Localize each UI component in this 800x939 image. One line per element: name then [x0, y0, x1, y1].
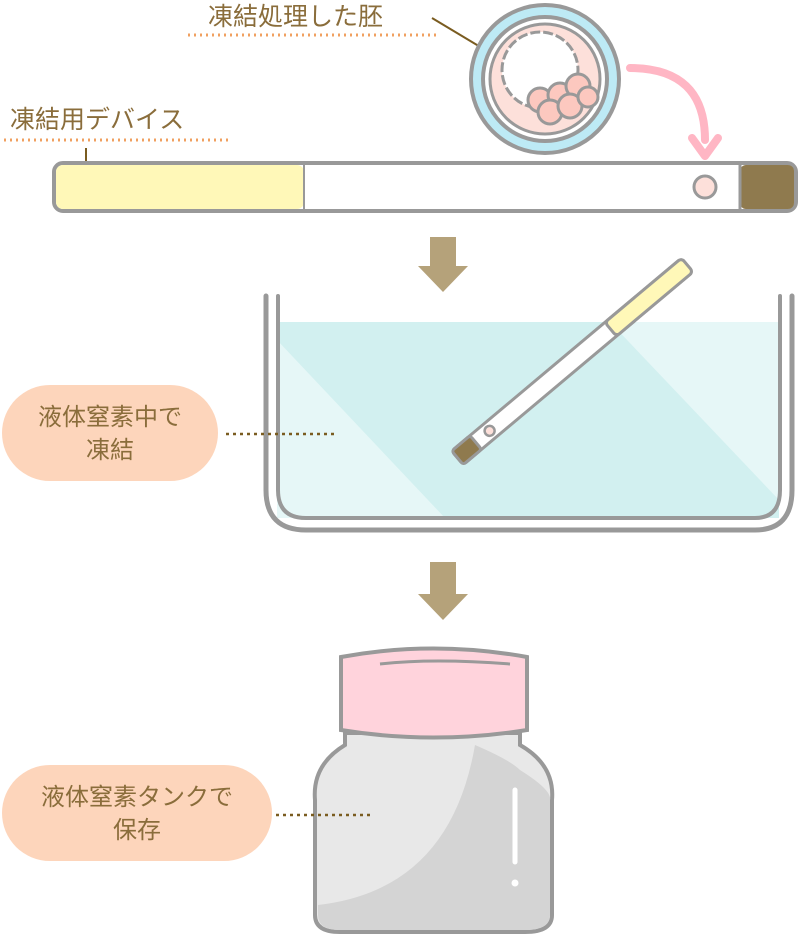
device-label: 凍結用デバイス: [10, 105, 184, 134]
store-step-bubble: [2, 765, 272, 861]
down-arrow-icon: [418, 237, 468, 292]
store-step-line2: 保存: [113, 816, 161, 844]
pink-arrow-icon: [626, 64, 709, 144]
down-arrow-icon: [418, 562, 468, 620]
freeze-step-line1: 液体窒素中で: [38, 403, 182, 431]
store-step-line1: 液体窒素タンクで: [41, 783, 233, 811]
freezing-device: [52, 161, 798, 213]
embryo-label: 凍結処理した胚: [208, 2, 383, 31]
freeze-step-line2: 凍結: [86, 436, 134, 464]
liquid-nitrogen-tank: [312, 646, 555, 934]
embryo-icon: [469, 3, 621, 155]
tank-cap: [339, 646, 529, 740]
embryo-leader-line: [431, 17, 483, 49]
freeze-step-bubble: [2, 385, 218, 481]
liquid-nitrogen-bath: [263, 258, 795, 533]
